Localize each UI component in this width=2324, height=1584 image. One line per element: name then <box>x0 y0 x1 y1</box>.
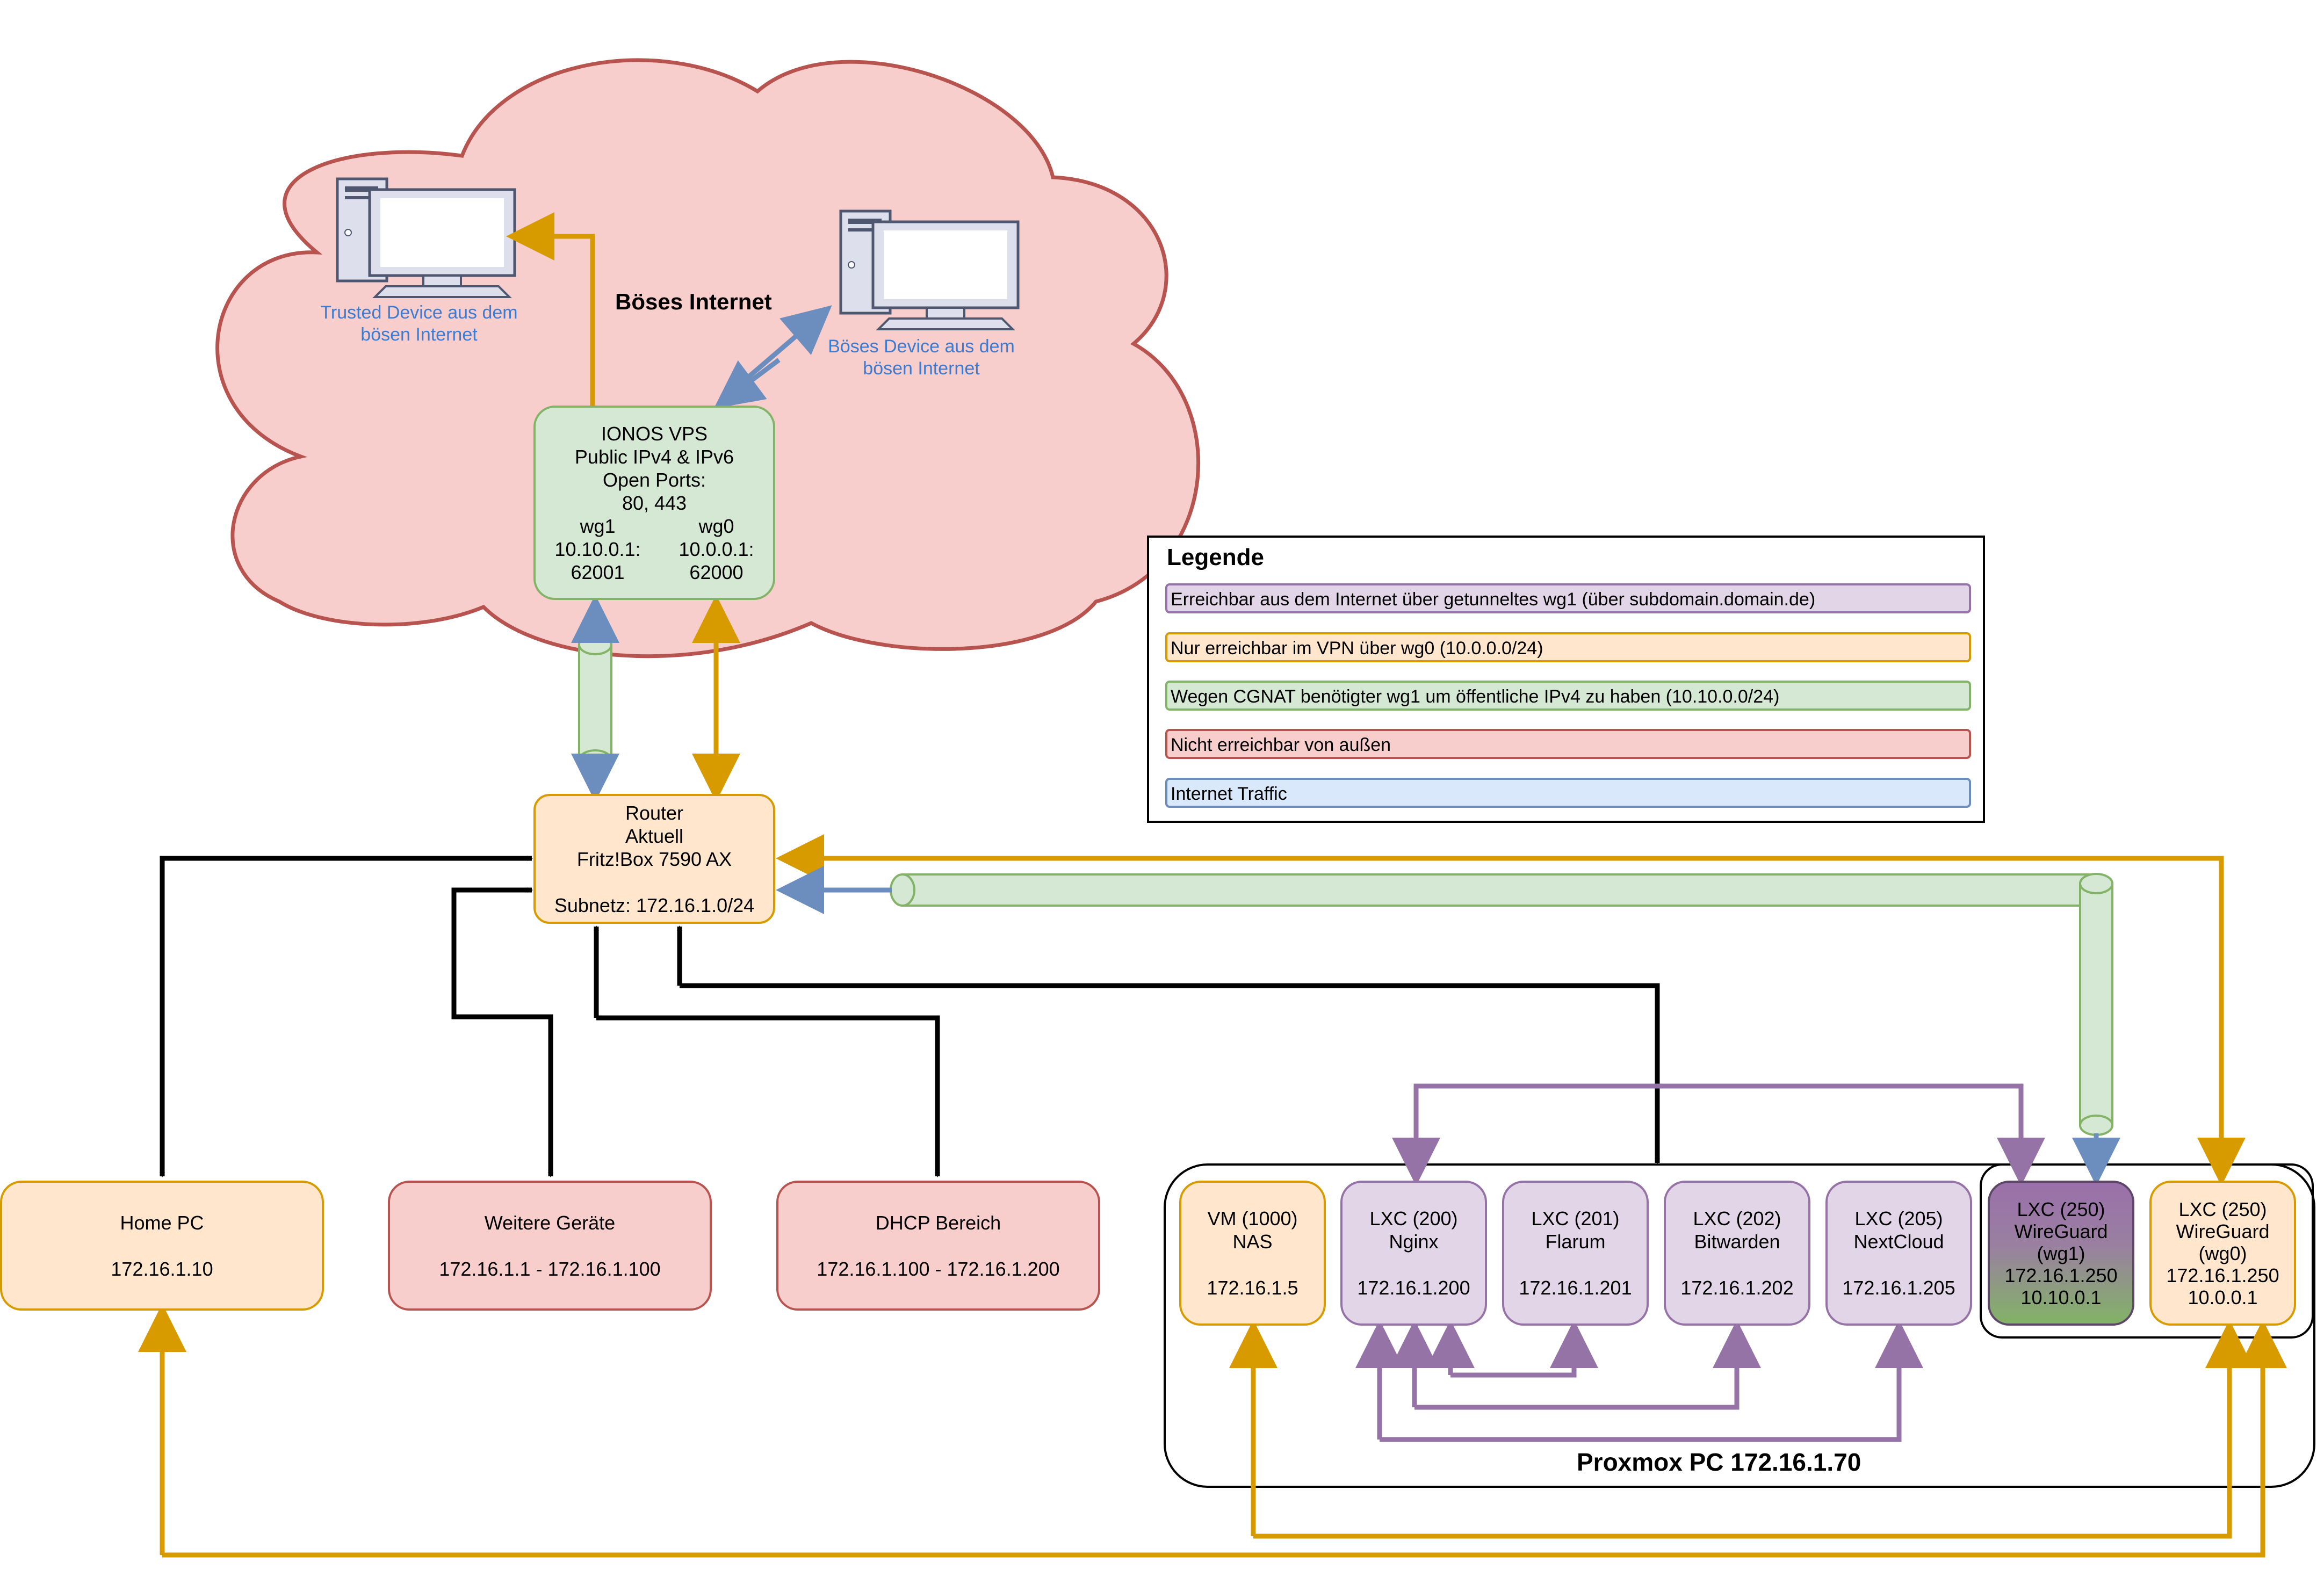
home-pc-node[interactable]: Home PC 172.16.1.10 <box>0 1181 324 1311</box>
vps-node[interactable]: IONOS VPS Public IPv4 & IPv6 Open Ports:… <box>533 406 775 600</box>
dhcp-node[interactable]: DHCP Bereich 172.16.1.100 - 172.16.1.200 <box>776 1181 1100 1311</box>
legend-title: Legende <box>1167 544 1264 570</box>
purple-link-bitwarden <box>1414 1320 1761 1410</box>
evil-device-label: Böses Device aus dem bösen Internet <box>828 336 1015 379</box>
legend-item-blue: Internet Traffic <box>1165 778 1971 808</box>
orange-link-router-wg0 <box>776 834 2224 883</box>
router-subnet: Subnetz: 172.16.1.0/24 <box>554 894 755 916</box>
orange-link-trusted-vps <box>506 212 595 406</box>
nginx-node[interactable]: LXC (200) Nginx 172.16.1.200 <box>1340 1181 1487 1326</box>
wireguard-wg0-node[interactable]: LXC (250) WireGuard (wg0) 172.16.1.250 1… <box>2149 1181 2296 1326</box>
black-link-router-dhcp <box>596 1015 940 1177</box>
vps-wg-columns: wg1 10.10.0.1: 62001 wg0 10.0.0.1: 62000 <box>536 515 773 584</box>
proxmox-container <box>1164 1163 2315 1488</box>
wg1-tunnel-horizontal <box>890 873 2102 907</box>
vps-title: IONOS VPS <box>601 422 708 445</box>
legend-item-red: Nicht erreichbar von außen <box>1165 729 1971 759</box>
vps-wg0: wg0 10.0.0.1: 62000 <box>679 515 754 583</box>
wg1-tunnel-vertical <box>578 634 612 771</box>
cloud-title: Böses Internet <box>615 289 772 314</box>
legend-item-orange: Nur erreichbar im VPN über wg0 (10.0.0.0… <box>1165 632 1971 662</box>
evil-computer-icon <box>839 209 1020 330</box>
legend-item-purple: Erreichbar aus dem Internet über getunne… <box>1165 583 1971 613</box>
vps-wg1: wg1 10.10.0.1: 62001 <box>554 515 641 583</box>
wireguard-group <box>1980 1163 2314 1339</box>
trusted-computer-icon <box>336 177 516 298</box>
purple-link-flarum <box>1450 1320 1598 1378</box>
nas-node[interactable]: VM (1000) NAS 172.16.1.5 <box>1179 1181 1326 1326</box>
orange-link-nas-wg0-b <box>1253 1320 2254 1539</box>
orange-link-homepc-wg0 <box>162 1320 2287 1558</box>
bitwarden-node[interactable]: LXC (202) Bitwarden 172.16.1.202 <box>1664 1181 1810 1326</box>
wg1-tunnel-down <box>2079 873 2113 1136</box>
black-link-router-proxmox <box>680 983 1660 1164</box>
router-node[interactable]: Router Aktuell Fritz!Box 7590 AX Subnetz… <box>533 794 775 924</box>
flarum-node[interactable]: LXC (201) Flarum 172.16.1.201 <box>1502 1181 1649 1326</box>
purple-link-nginx-wg1 <box>1413 1083 2045 1186</box>
blue-link-vps-evil <box>713 358 781 409</box>
router-title: Router <box>625 801 684 824</box>
trusted-device-label: Trusted Device aus dem bösen Internet <box>320 302 518 345</box>
legend-item-green: Wegen CGNAT benötigter wg1 um öffentlich… <box>1165 681 1971 711</box>
weitere-geraete-node[interactable]: Weitere Geräte 172.16.1.1 - 172.16.1.100 <box>388 1181 712 1311</box>
legend: Legende Erreichbar aus dem Internet über… <box>1147 536 1985 823</box>
wireguard-wg1-node[interactable]: LXC (250) WireGuard (wg1) 172.16.1.250 1… <box>1988 1181 2134 1326</box>
nextcloud-node[interactable]: LXC (205) NextCloud 172.16.1.205 <box>1825 1181 1972 1326</box>
black-link-router-weitere <box>451 887 553 1177</box>
proxmox-label: Proxmox PC 172.16.1.70 <box>1577 1448 1861 1476</box>
purple-link-nextcloud <box>1380 1320 1923 1442</box>
